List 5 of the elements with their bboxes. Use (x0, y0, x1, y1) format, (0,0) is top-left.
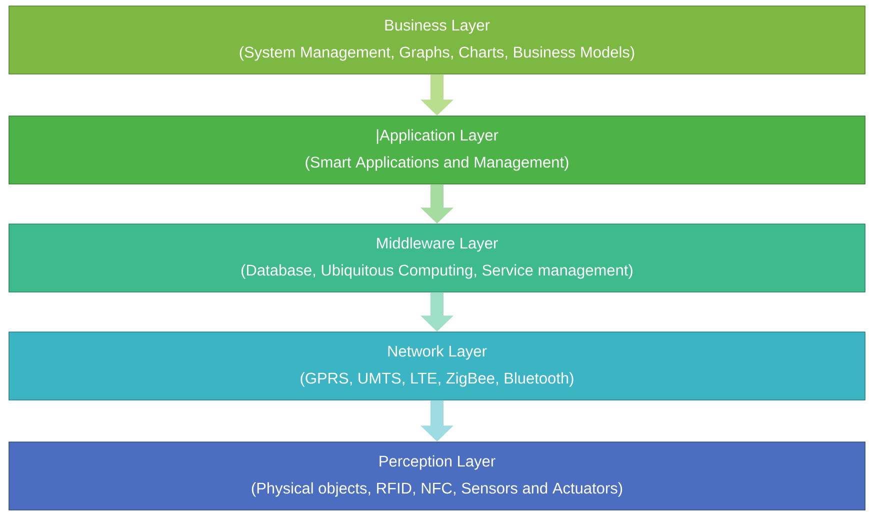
layer-box: Perception Layer (Physical objects, RFID, NFC, Sensors and Actuators) (8, 442, 866, 510)
layer-box: |Application Layer (Smart Applications and Management) (8, 116, 866, 184)
layer-box: Network Layer (GPRS, UMTS, LTE, ZigBee, Bluetooth) (8, 332, 866, 400)
layer-box: Middleware Layer (Database, Ubiquitous Computing, Service management) (8, 224, 866, 292)
layer-box: Business Layer (System Management, Graphs, Charts, Business Models) (8, 6, 866, 74)
